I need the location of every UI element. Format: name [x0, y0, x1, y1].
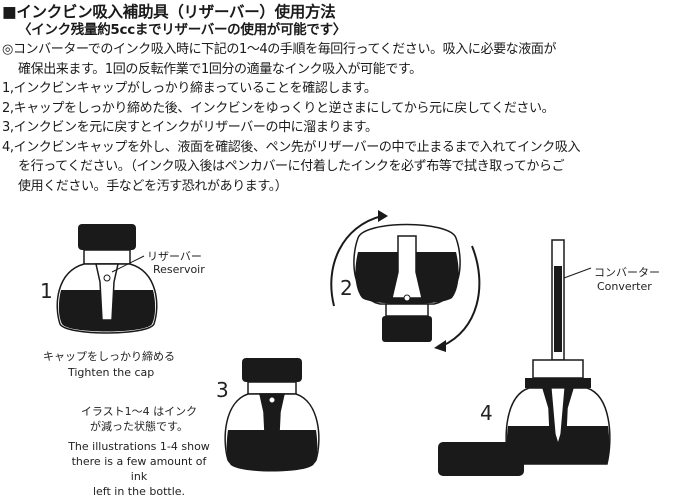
reservoir-leader-line: [111, 255, 145, 273]
page-subtitle: 〈インク残量約5ccまでリザーバーの使用が可能です〉: [18, 22, 346, 38]
step-2-text: 2,キャップをしっかり締めた後、インクビンをゆっくりと逆さまにしてから元に戻して…: [2, 100, 555, 116]
page-title: ■インクビン吸入補助具（リザーバー）使用方法: [2, 3, 336, 21]
figure-4-number: 4: [480, 401, 493, 425]
figure-4-label-ja: コンバーター: [594, 266, 660, 279]
arrow-head-icon: [378, 210, 388, 222]
figure-1-label-en: Reservoir: [153, 263, 205, 276]
step-1-text: 1,インクビンキャップがしっかり締まっていることを確認します。: [2, 81, 377, 96]
intro-line-1: ◎コンバーターでのインク吸入時に下記の1～4の手順を毎回行ってください。吸入に必…: [2, 42, 557, 57]
figure-1-caption-ja: キャップをしっかり締める: [43, 350, 175, 363]
reservoir-hole-icon: [268, 396, 276, 404]
figure-1-caption-en: Tighten the cap: [68, 366, 155, 379]
figure-1-label-ja: リザーバー: [147, 250, 202, 263]
note-ja-line-2: が減った状態です。: [90, 420, 188, 433]
reservoir: [95, 263, 119, 321]
figure-2-number: 2: [340, 276, 353, 300]
bottle-neck: [83, 249, 131, 265]
illustration-note: イラスト1～4 はインク が減った状態です。 The illustrations…: [64, 404, 214, 499]
bottle-neck: [525, 378, 591, 388]
figure-3-ink-bottle-upright: [224, 358, 320, 472]
note-ja-line-1: イラスト1～4 はインク: [80, 405, 198, 418]
note-en-line-3: left in the bottle.: [92, 485, 186, 498]
rotation-arrow-left: [330, 215, 383, 307]
pen-section: [532, 359, 584, 379]
step-4-text-line-2: を行ってください。（インク吸入後はペンカバーに付着したインクを必ず布等で拭き取っ…: [18, 159, 565, 174]
intro-line-2: 確保出来ます。1回の反転作業で1回分の適量なインク吸入が可能です。: [18, 61, 422, 77]
bottle-cap: [78, 224, 136, 250]
reservoir-hole-icon: [103, 274, 111, 282]
step-4-text-line-3: 使用ください。手などを汚す恐れがあります。）: [18, 178, 288, 194]
instruction-steps: 1,インクビンキャップがしっかり締まっていることを確認します。 2,キャップをし…: [2, 79, 678, 196]
reservoir-hole-icon: [403, 294, 411, 302]
step-4: 4,インクビンキャップを外し、液面を確認後、ペン先がリザーバーの中で止まるまで入…: [2, 138, 678, 197]
step-2: 2,キャップをしっかり締めた後、インクビンをゆっくりと逆さまにしてから元に戻して…: [2, 99, 678, 119]
figure-3-number: 3: [216, 378, 229, 402]
converter-piston: [554, 266, 562, 352]
bottle-cap: [438, 442, 524, 476]
pen-nib: [550, 387, 566, 447]
note-en-line-2: there is a few amount of ink: [71, 455, 207, 483]
bottle-cap: [382, 316, 432, 342]
converter-leader-line: [563, 267, 592, 279]
bottle-neck: [385, 303, 429, 317]
step-3-text: 3,インクビンを元に戻すとインクがリザーバーの中に溜まります。: [2, 120, 378, 135]
figure-4-converter-in-bottle: [505, 239, 611, 465]
note-en-line-1: The illustrations 1-4 show: [68, 440, 210, 453]
reservoir: [391, 235, 423, 299]
figure-4-label-en: Converter: [597, 280, 652, 293]
rotation-arrow-right: [441, 245, 481, 347]
step-3: 3,インクビンを元に戻すとインクがリザーバーの中に溜まります。: [2, 118, 678, 138]
reservoir-filled: [259, 393, 285, 455]
intro-paragraph: ◎コンバーターでのインク吸入時に下記の1～4の手順を毎回行ってください。吸入に必…: [2, 40, 678, 79]
bottle-cap: [242, 358, 302, 382]
bottle-neck: [247, 381, 297, 395]
figure-4-bottle-cap-removed: [438, 442, 524, 476]
figure-1-number: 1: [40, 279, 53, 303]
arrow-head-icon: [434, 340, 446, 352]
step-4-text-line-1: 4,インクビンキャップを外し、液面を確認後、ペン先がリザーバーの中で止まるまで入…: [2, 139, 581, 155]
figure-2-ink-bottle-inverted: [330, 210, 481, 352]
figure-1-ink-bottle-upright: [56, 224, 158, 334]
step-1: 1,インクビンキャップがしっかり締まっていることを確認します。: [2, 79, 678, 99]
